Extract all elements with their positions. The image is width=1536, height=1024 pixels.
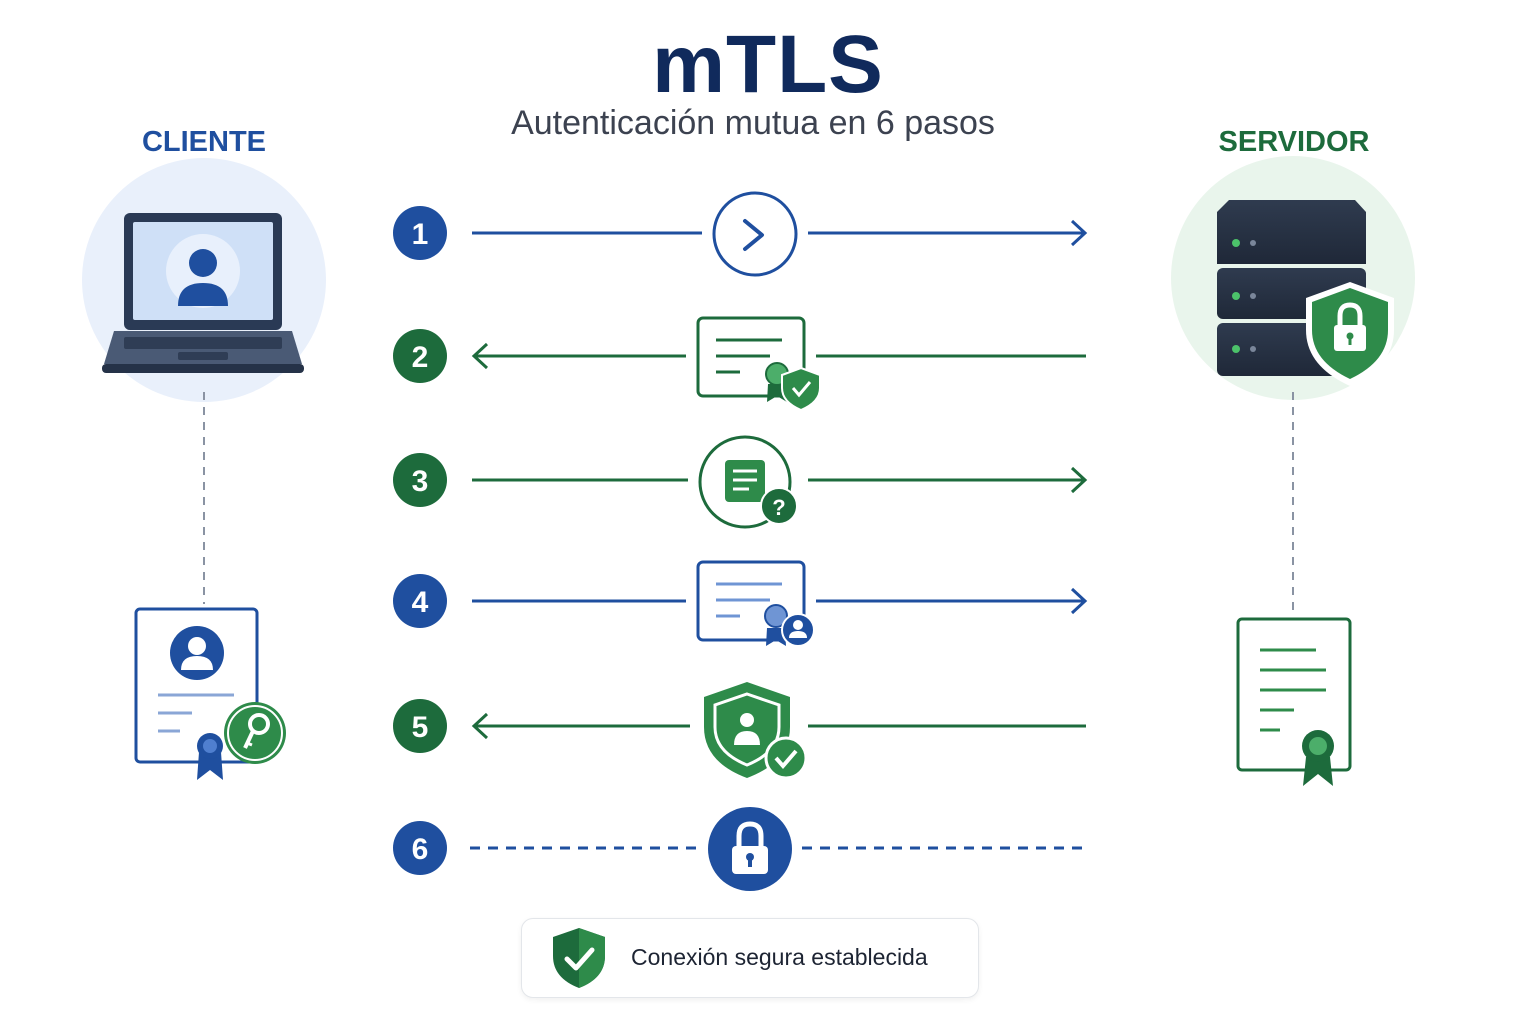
- svg-text:?: ?: [772, 495, 785, 520]
- server-shield-lock-icon: [1306, 282, 1394, 386]
- chevron-right-icon: [712, 191, 798, 277]
- server-certificate-icon: [696, 316, 821, 412]
- step-5-row: 5: [393, 682, 1086, 780]
- certificate-request-icon: ?: [698, 435, 798, 529]
- step-badge: [393, 329, 447, 383]
- step-badge: [393, 821, 447, 875]
- step-badge: [393, 574, 447, 628]
- page-title: mTLS: [652, 19, 884, 110]
- server-certificate-icon: [1236, 617, 1352, 786]
- step-number: 6: [412, 833, 429, 866]
- lock-icon: [708, 807, 792, 891]
- step-6-row: 6: [393, 807, 1086, 891]
- client-certificate-icon: [696, 560, 815, 647]
- step-number: 4: [412, 586, 429, 619]
- status-text: Conexión segura establecida: [631, 944, 928, 970]
- step-4-row: 4: [393, 560, 1088, 647]
- server-label: SERVIDOR: [1218, 126, 1370, 158]
- step-number: 5: [412, 711, 429, 744]
- step-badge: [393, 206, 447, 260]
- step-badge: [393, 699, 447, 753]
- step-badge: [393, 453, 447, 507]
- step-number: 3: [412, 465, 429, 498]
- page-subtitle: Autenticación mutua en 6 pasos: [511, 104, 995, 142]
- step-3-row: 3 ?: [393, 435, 1088, 529]
- step-2-row: 2: [393, 316, 1086, 412]
- client-certificate-icon: [134, 607, 286, 780]
- verified-shield-icon: [704, 682, 808, 780]
- step-number: 2: [412, 341, 429, 374]
- client-label: CLIENTE: [141, 126, 267, 158]
- shield-check-icon: [553, 928, 605, 988]
- step-1-row: 1: [393, 191, 1088, 277]
- client-laptop-icon: [82, 158, 326, 402]
- step-number: 1: [412, 218, 429, 251]
